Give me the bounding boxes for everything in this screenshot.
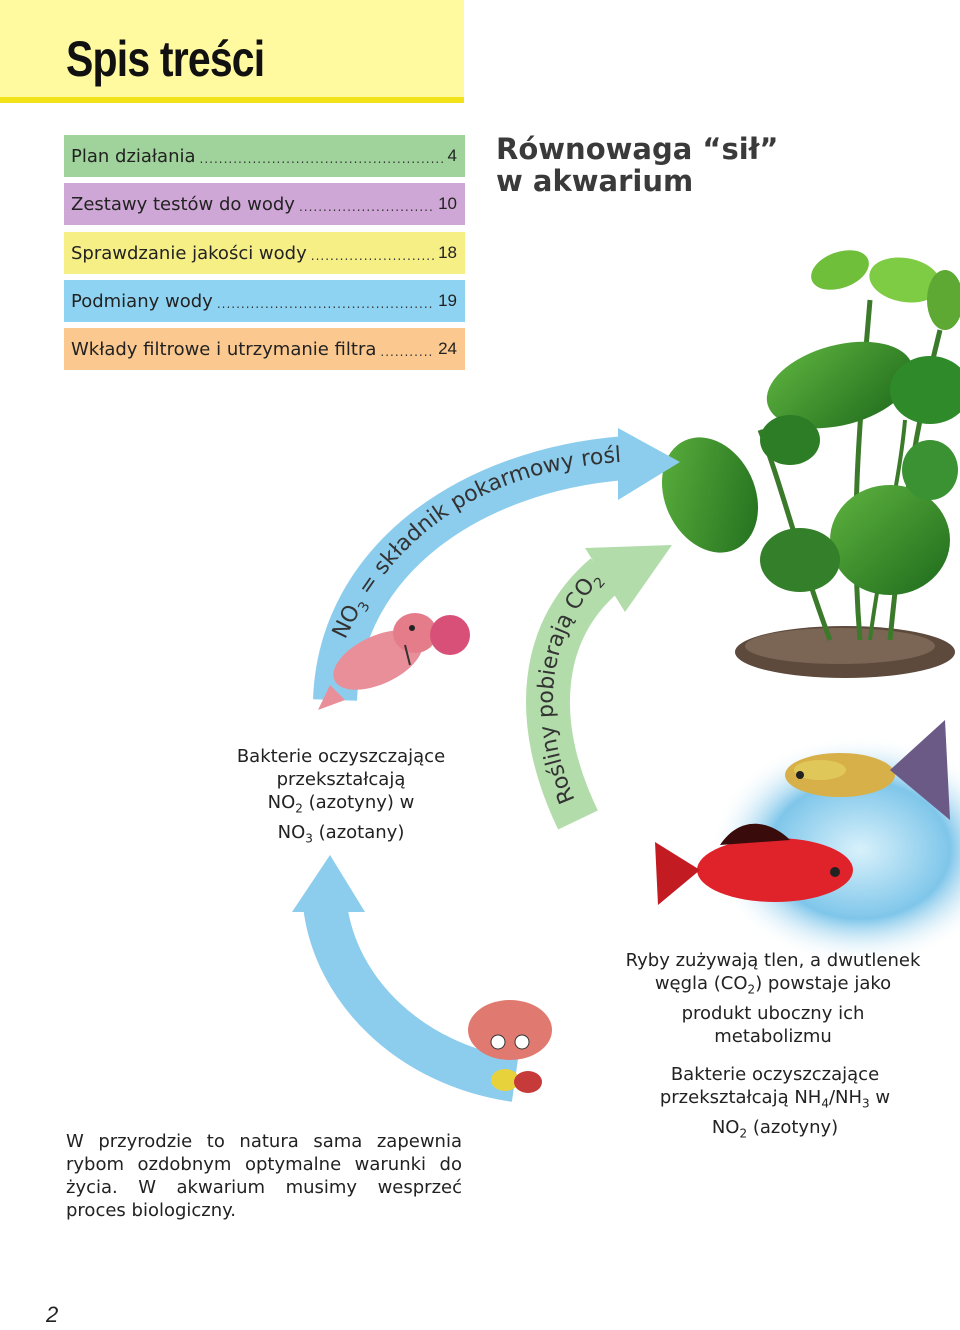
text-line: Bakterie oczyszczające [670,1064,880,1085]
section-heading-line2: w akwarium [496,164,694,198]
toc-entry-quality[interactable]: Sprawdzanie jakości wody 18 [64,232,465,274]
red-swordtail-fish [655,823,853,905]
text-line: przekształcają NH4/NH3 w [659,1087,891,1111]
toc-label: Wkłady filtrowe i utrzymanie filtra [71,338,377,360]
toc-page: 19 [438,291,457,310]
toc-entry-water-change[interactable]: Podmiany wody 19 [64,280,465,322]
toc-page: 24 [438,339,457,358]
fish-metabolism-text: Ryby zużywają tlen, a dwutlenek węgla (C… [612,949,934,1048]
text-line: metabolizmu [714,1025,832,1047]
text-line: NO2 (azotyny) [711,1116,839,1141]
arrow-head-top [618,428,680,500]
arrow-plants-co2 [526,558,620,830]
guppy-fish [785,720,950,820]
toc-entry-tests[interactable]: Zestawy testów do wody 10 [64,183,465,225]
toc-label: Zestawy testów do wody [71,193,295,215]
bacteria-character-ammonia [468,1000,552,1093]
toc-page: 4 [447,146,457,165]
text-line: produkt uboczny ich [681,1002,865,1024]
title-band [0,0,464,103]
gravel-bed [735,626,955,678]
arrow-nh4-to-no2 [303,901,519,1102]
text-line: Ryby zużywają tlen, a dwutlenek [625,950,921,971]
text-line: węgla (CO2) powstaje jako [654,973,892,997]
toc-entry-filter[interactable]: Wkłady filtrowe i utrzymanie filtra 24 [64,328,465,370]
page-number: 2 [46,1302,59,1327]
toc-page: 10 [438,194,457,213]
text-line: NO3 (azotany) [277,821,405,846]
arrow-head-bottom [292,855,365,912]
section-heading: Równowaga “sił” w akwarium [496,133,826,197]
arrow-top-label: NO3 = składnik pokarmowy roślin [0,0,622,642]
bacteria-character-nitrite [318,613,470,710]
section-heading-line1: Równowaga “sił” [496,132,779,166]
toc-label: Podmiany wody [71,290,213,312]
toc-label: Sprawdzanie jakości wody [71,242,307,264]
page-title: Spis treści [66,31,265,87]
text-line: Bakterie oczyszczające [236,746,446,767]
intro-paragraph: W przyrodzie to natura sama zapewnia ryb… [66,1131,462,1221]
text-line: przekształcają [276,769,406,790]
toc-entry-plan[interactable]: Plan działania 4 [64,135,465,177]
arrow-nitrate-to-plants [313,436,627,702]
aquarium-plant [661,250,960,641]
arrow-head-green [585,545,672,612]
text-line: NO2 (azotyny) w [267,792,415,816]
bacteria-nitrite-text: Bakterie oczyszczające przekształcają NO… [230,745,452,850]
toc-label: Plan działania [71,145,196,167]
toc-page: 18 [438,243,457,262]
bacteria-ammonia-text: Bakterie oczyszczające przekształcają NH… [630,1063,920,1145]
